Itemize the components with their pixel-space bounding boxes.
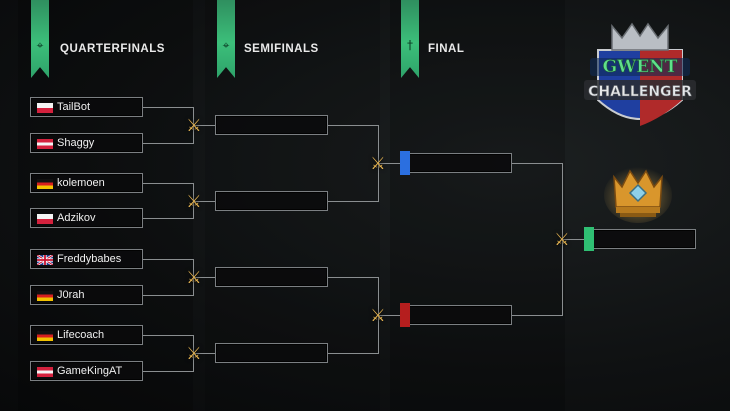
germany-flag-icon <box>37 331 53 341</box>
connector-line <box>143 183 193 184</box>
connector-line <box>193 353 215 354</box>
crossed-swords-icon: ⚔ <box>186 268 202 288</box>
column-shade <box>390 0 565 411</box>
gwent-challenger-logo: GWENT CHALLENGER <box>584 22 696 126</box>
round-title-quarterfinals: QUARTERFINALS <box>60 43 165 55</box>
quarterfinal-slot[interactable]: Adzikov <box>30 208 143 228</box>
connector-line <box>143 259 193 260</box>
connector-line <box>378 163 400 164</box>
round-title-final: FINAL <box>428 43 465 55</box>
blue-team-tab <box>400 151 410 175</box>
player-name: Freddybabes <box>57 253 122 265</box>
poland-flag-icon <box>37 214 53 224</box>
connector-line <box>143 218 193 219</box>
austria-flag-icon <box>37 139 53 149</box>
united-kingdom-flag-icon <box>37 255 53 265</box>
player-name: Adzikov <box>57 212 96 224</box>
connector-line <box>328 125 378 126</box>
connector-line <box>512 163 562 164</box>
semifinal-slot[interactable] <box>215 267 328 287</box>
connector-line <box>562 239 584 240</box>
connector-line <box>193 277 215 278</box>
champion-slot[interactable] <box>584 227 696 251</box>
semifinals-banner: ⌖ <box>217 0 235 78</box>
connector-line <box>143 295 193 296</box>
quarterfinal-slot[interactable]: Shaggy <box>30 133 143 153</box>
crossbow-icon: ⌖ <box>222 38 230 52</box>
semifinal-slot[interactable] <box>215 115 328 135</box>
red-team-tab <box>400 303 410 327</box>
connector-line <box>143 335 193 336</box>
crossbow-icon: ⌖ <box>36 38 44 52</box>
connector-line <box>143 143 193 144</box>
crossed-swords-icon: ⚔ <box>186 192 202 212</box>
semifinal-slot[interactable] <box>215 343 328 363</box>
connector-line <box>328 277 378 278</box>
quarterfinals-banner: ⌖ <box>31 0 49 78</box>
germany-flag-icon <box>37 179 53 189</box>
crossed-swords-icon: ⚔ <box>370 154 386 174</box>
connector-line <box>193 125 215 126</box>
player-name: Lifecoach <box>57 329 105 341</box>
quarterfinal-slot[interactable]: GameKingAT <box>30 361 143 381</box>
quarterfinal-slot[interactable]: TailBot <box>30 97 143 117</box>
quarterfinal-slot[interactable]: kolemoen <box>30 173 143 193</box>
crossed-swords-icon: ⚔ <box>186 344 202 364</box>
crossed-swords-icon: ⚔ <box>554 230 570 250</box>
quarterfinal-slot[interactable]: J0rah <box>30 285 143 305</box>
player-name: TailBot <box>57 101 91 113</box>
germany-flag-icon <box>37 291 53 301</box>
round-title-semifinals: SEMIFINALS <box>244 43 319 55</box>
connector-line <box>143 371 193 372</box>
final-slot-bottom[interactable] <box>400 303 512 327</box>
semifinal-slot[interactable] <box>215 191 328 211</box>
trophy-crown-icon <box>604 167 672 223</box>
crossed-swords-icon: ⚔ <box>370 306 386 326</box>
player-name: kolemoen <box>57 177 105 189</box>
austria-flag-icon <box>37 367 53 377</box>
quarterfinal-slot[interactable]: Freddybabes <box>30 249 143 269</box>
connector-line <box>143 107 193 108</box>
final-slot-top[interactable] <box>400 151 512 175</box>
final-banner: † <box>401 0 419 78</box>
quarterfinal-slot[interactable]: Lifecoach <box>30 325 143 345</box>
poland-flag-icon <box>37 103 53 113</box>
logo-line1: GWENT <box>603 57 678 77</box>
champion-tab <box>584 227 594 251</box>
player-name: GameKingAT <box>57 365 123 377</box>
connector-line <box>193 201 215 202</box>
player-name: Shaggy <box>57 137 95 149</box>
connector-line <box>378 315 400 316</box>
crossed-swords-icon: ⚔ <box>186 116 202 136</box>
connector-line <box>328 201 378 202</box>
sword-icon: † <box>407 38 413 52</box>
player-name: J0rah <box>57 289 85 301</box>
connector-line <box>512 315 562 316</box>
logo-line2: CHALLENGER <box>588 84 692 100</box>
connector-line <box>328 353 378 354</box>
